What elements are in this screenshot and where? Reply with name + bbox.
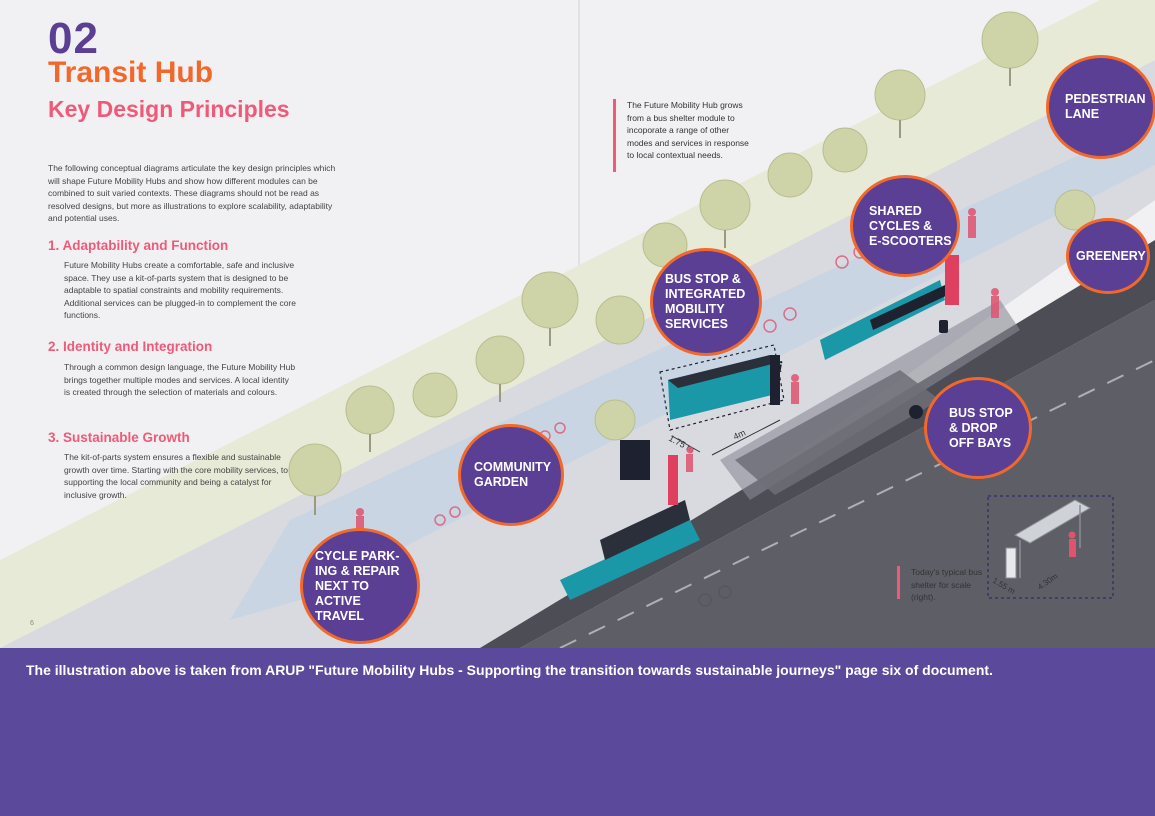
page-subtitle: Key Design Principles	[48, 96, 290, 122]
shared-cycles-bubble: SHARED CYCLES & E-SCOOTERS	[850, 175, 960, 277]
section-1-heading: 1. Adaptability and Function	[48, 238, 229, 253]
pedestrian-lane-bubble: PEDESTRIAN LANE	[1046, 55, 1155, 159]
community-garden-bubble: COMMUNITY GARDEN	[458, 424, 564, 526]
section-3-text: The kit-of-parts system ensures a flexib…	[64, 452, 288, 500]
section-2-text: Through a common design language, the Fu…	[64, 362, 296, 398]
page-title: Transit Hub	[48, 56, 214, 89]
side-note-bar	[613, 99, 616, 172]
side-note: The Future Mobility Hub grows from a bus…	[627, 100, 749, 161]
page-number: 6	[30, 620, 34, 627]
intro-paragraph: The following conceptual diagrams articu…	[48, 163, 336, 224]
hub-length-label: 4m	[732, 427, 748, 441]
caption-text: The illustration above is taken from ARU…	[26, 662, 993, 678]
section-1-text: Future Mobility Hubs create a comfortabl…	[64, 260, 296, 321]
section-2-heading: 2. Identity and Integration	[48, 339, 213, 354]
info-icon: i	[778, 359, 783, 376]
shelter-note-bar	[897, 566, 900, 599]
bus-stop-drop-off-bubble: BUS STOP & DROP OFF BAYS	[924, 377, 1032, 479]
greenery-bubble: GREENERY	[1066, 218, 1150, 294]
section-number: 02	[48, 14, 99, 63]
cycle-parking-bubble: CYCLE PARK- ING & REPAIR NEXT TO ACTIVE …	[300, 528, 420, 644]
document-page: 1.75 m 4m i	[0, 0, 1155, 648]
shelter-note: Today's typical bus shelter for scale (r…	[911, 567, 983, 603]
section-3-heading: 3. Sustainable Growth	[48, 430, 190, 445]
bus-stop-integrated-bubble: BUS STOP & INTEGRATED MOBILITY SERVICES	[650, 248, 762, 356]
bus-icon	[909, 405, 923, 419]
phone-icon	[939, 320, 948, 333]
